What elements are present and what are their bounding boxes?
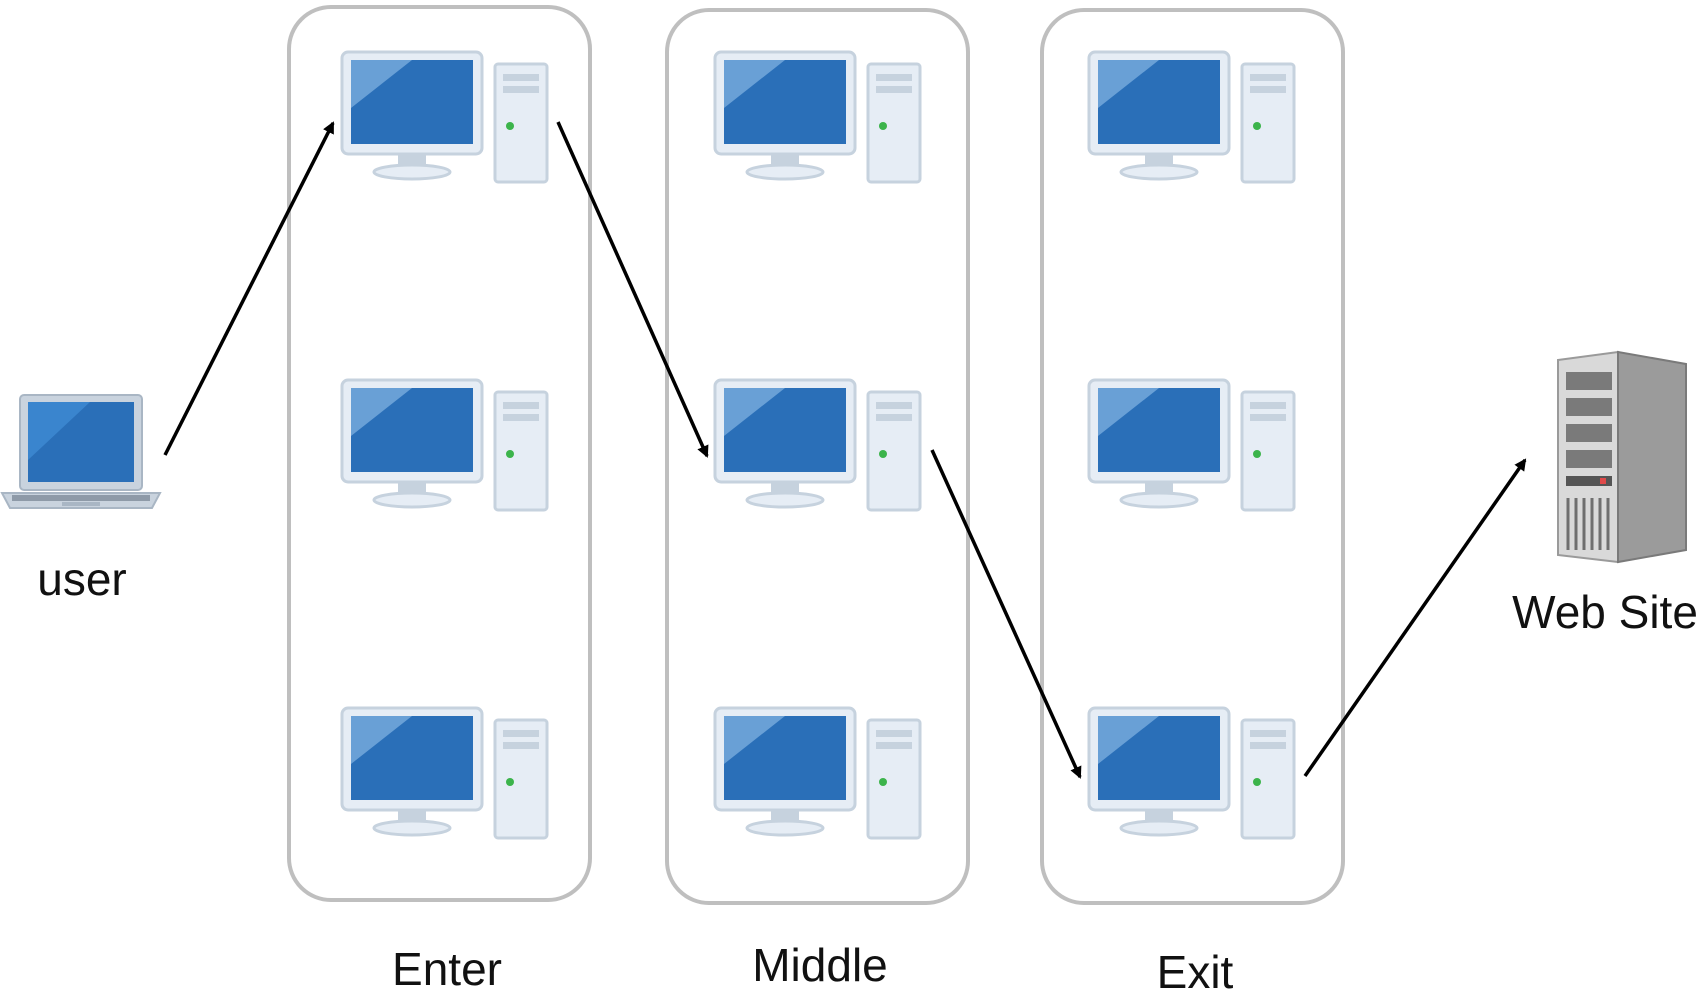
middle-group-box: [665, 8, 970, 905]
arrow-enter-to-middle: [556, 121, 709, 458]
desktop-computer-icon: [713, 378, 923, 513]
arrow-exit-to-website: [1303, 458, 1527, 777]
laptop-icon: [0, 394, 162, 509]
enter-label: Enter: [392, 943, 502, 995]
middle-label: Middle: [752, 939, 888, 991]
desktop-computer-icon: [340, 378, 550, 513]
enter-group-box: [287, 5, 592, 902]
desktop-computer-icon: [340, 706, 550, 841]
desktop-computer-icon: [1087, 50, 1297, 185]
desktop-computer-icon: [713, 706, 923, 841]
exit-label: Exit: [1156, 946, 1234, 998]
user-label: user: [37, 553, 127, 605]
arrow-user-to-enter: [163, 121, 335, 456]
web-site-label: Web Site: [1512, 586, 1698, 638]
desktop-computer-icon: [713, 50, 923, 185]
desktop-computer-icon: [1087, 378, 1297, 513]
exit-group-box: [1040, 8, 1345, 905]
server-tower-icon: [1557, 350, 1687, 564]
desktop-computer-icon: [1087, 706, 1297, 841]
desktop-computer-icon: [340, 50, 550, 185]
arrow-middle-to-exit: [930, 449, 1082, 779]
